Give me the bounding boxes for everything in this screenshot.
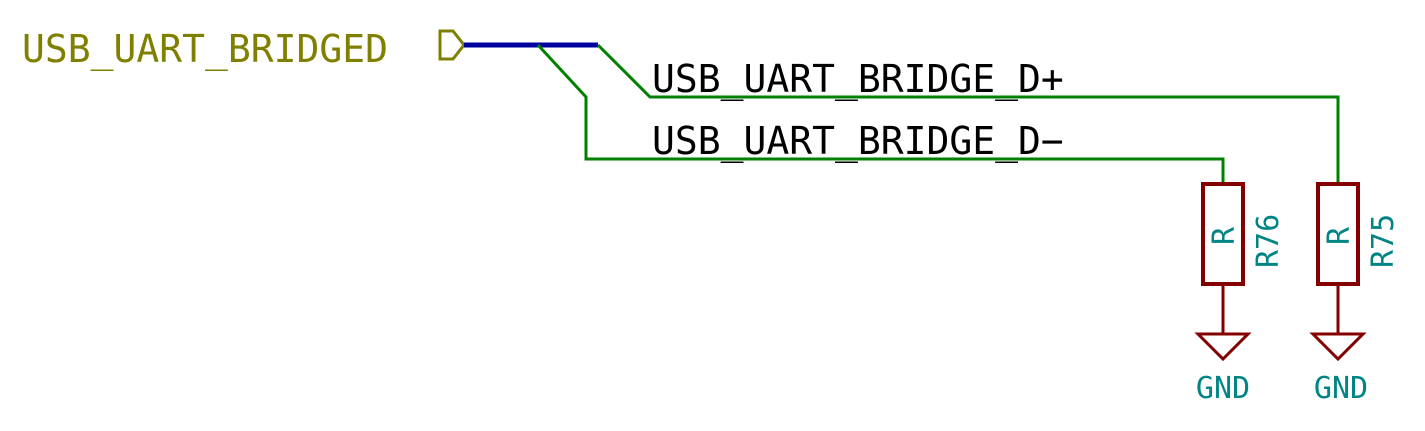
gnd-r75-triangle-icon: [1309, 332, 1367, 362]
resistor-r75-value: R: [1322, 226, 1357, 245]
net-label-d-minus: USB_UART_BRIDGE_D−: [652, 119, 1064, 164]
gnd-symbol-r76: GND: [1194, 332, 1252, 406]
gnd-r75-label: GND: [1314, 371, 1368, 406]
net-label-d-plus: USB_UART_BRIDGE_D+: [652, 57, 1064, 102]
gnd-symbol-r75: GND: [1309, 332, 1368, 406]
global-label-text: USB_UART_BRIDGED: [22, 27, 388, 72]
global-label: USB_UART_BRIDGED: [22, 27, 466, 72]
gnd-r76-triangle-icon: [1194, 332, 1252, 362]
wire-d-plus: [596, 43, 1340, 184]
gnd-r76-label: GND: [1196, 371, 1250, 406]
resistor-r75-ref: R75: [1366, 214, 1401, 268]
global-label-flag-shape: [438, 29, 466, 61]
resistor-r76-ref: R76: [1251, 214, 1286, 268]
resistor-r76[interactable]: R R76: [1201, 182, 1286, 334]
resistor-r75[interactable]: R R75: [1316, 182, 1401, 334]
resistor-r76-value: R: [1207, 226, 1242, 245]
wire-d-minus: [536, 43, 1225, 184]
